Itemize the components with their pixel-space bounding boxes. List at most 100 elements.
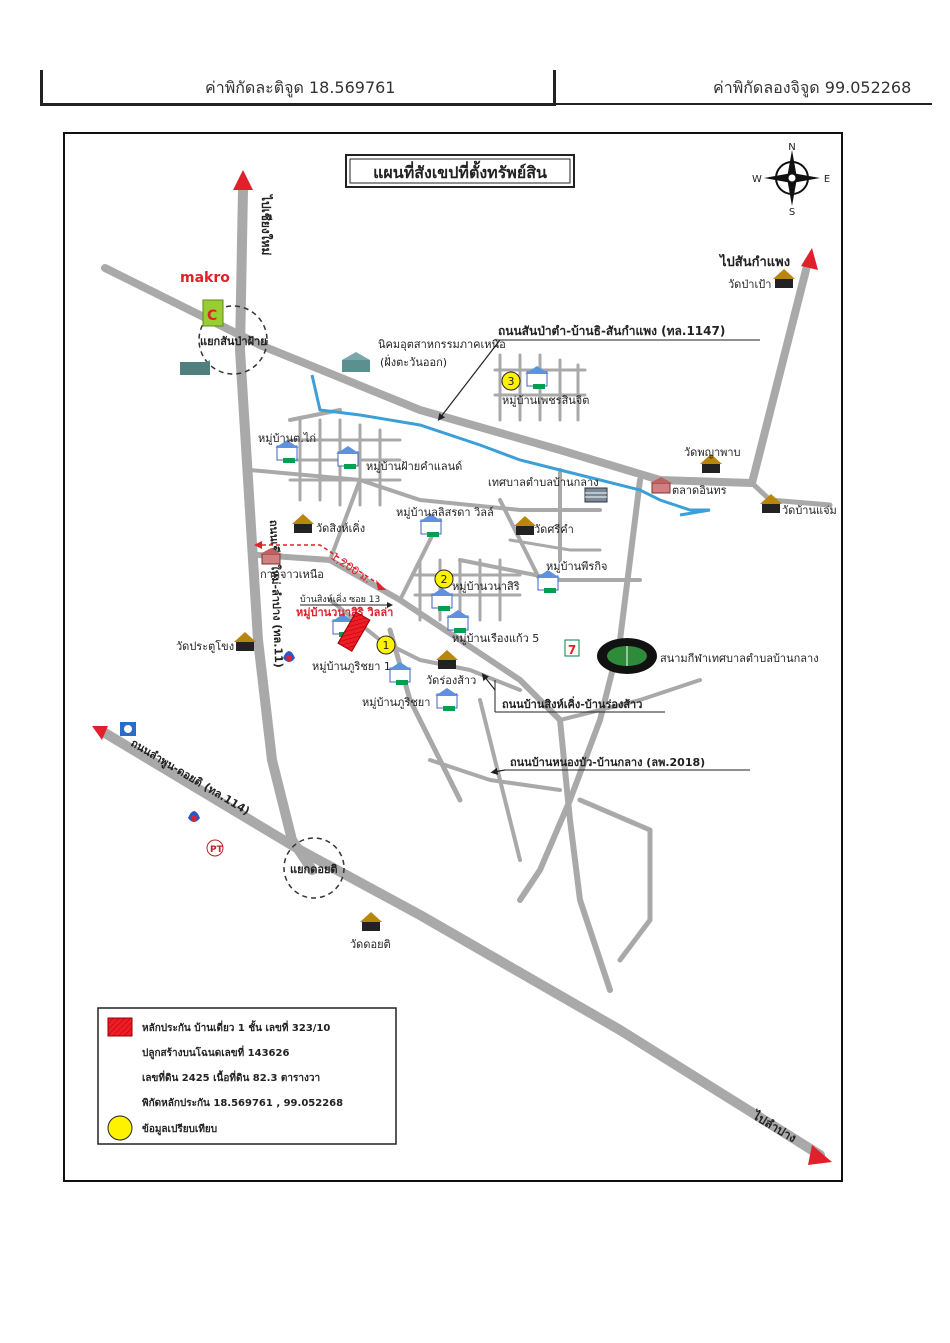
office-icon xyxy=(584,487,608,503)
stadium-icon xyxy=(597,638,657,674)
underline-right xyxy=(555,103,932,105)
temple-icon xyxy=(436,650,458,669)
label-industrial-estate: นิคมอุตสาหกรรมภาคเหนือ xyxy=(378,338,506,351)
temple-icons xyxy=(234,269,795,931)
label-road-114: ถนนลำพูน-ดอยติ (ทล.114) xyxy=(128,736,252,818)
svg-text:1: 1 xyxy=(383,639,390,652)
label-to-san-kamphaeng: ไปสันกำแพง xyxy=(718,253,790,270)
label-road-singkueng: ถนนบ้านสิงห์เคิ่ง-บ้านร่องส้าว xyxy=(502,696,642,711)
temple-icon xyxy=(292,514,314,533)
legend-line-4: พิกัดหลักประกัน 18.569761 , 99.052268 xyxy=(142,1097,343,1109)
svg-text:C: C xyxy=(207,308,217,324)
arrow-chiang-mai xyxy=(233,170,253,190)
label-road-1147: ถนนสันป่าตำ-บ้านธิ-สันกำแพง (ทล.1147) xyxy=(498,324,725,338)
label-mooban-fai-kham: หมู่บ้านฝ้ายคำแลนด์ xyxy=(366,460,462,473)
market-icon xyxy=(260,548,282,565)
svg-text:3: 3 xyxy=(508,375,515,388)
temple-icon xyxy=(700,454,722,473)
map-frame xyxy=(63,132,843,1182)
warehouse-icon xyxy=(180,360,210,375)
house-icon xyxy=(525,366,549,389)
legend-line-1: หลักประกัน บ้านเดี่ยว 1 ชั้น เลขที่ 323/… xyxy=(142,1020,330,1034)
temple-icon xyxy=(360,912,382,931)
label-to-chiang-mai: ไปเชียงใหม่ xyxy=(259,193,274,255)
house-icon xyxy=(446,610,470,633)
label-wat-ban-chaem: วัดบ้านแจ่ม xyxy=(782,504,837,517)
latitude-label: ค่าพิกัดละติจูด 18.569761 xyxy=(205,78,396,97)
house-icon xyxy=(536,570,560,593)
arrow-lampang xyxy=(808,1145,832,1165)
legend-line-3: เลขที่ดิน 2425 เนื้อที่ดิน 82.3 ตารางวา xyxy=(142,1070,320,1084)
road-1147 xyxy=(101,264,756,487)
label-wat-pratu-khong: วัดประตูโขง xyxy=(176,639,234,653)
road-san-kamphaeng xyxy=(748,258,812,487)
label-wat-phaya-phap: วัดพญาพาบ xyxy=(684,446,741,459)
house-icon xyxy=(388,662,412,685)
label-talad-inthon: ตลาดอินทร xyxy=(672,484,727,497)
label-mooban-phet-sin: หมู่บ้านเพชรสินจิต xyxy=(502,394,589,407)
temple-icon xyxy=(773,269,795,288)
comparison-markers: 1 2 3 xyxy=(376,371,521,655)
junction-sanpatong-circle xyxy=(198,305,268,375)
marker-3: 3 xyxy=(501,371,521,391)
label-subject: หมู่บ้านวนาสิริ วิลล่า xyxy=(296,606,393,620)
divider-left xyxy=(40,70,43,106)
road-singkueng xyxy=(255,552,613,993)
river xyxy=(310,374,711,517)
label-mooban-phurichaya: หมู่บ้านภูริชยา xyxy=(362,696,430,709)
gas-station-icon xyxy=(188,811,200,822)
legend-line-5: ข้อมูลเปรียบเทียบ xyxy=(142,1123,217,1136)
bank-icon xyxy=(120,722,136,736)
longitude-label: ค่าพิกัดลองจิจูด 99.052268 xyxy=(713,78,912,97)
label-road-11: ถนนเชียงใหม่-ลำปาง (ทล.11) xyxy=(267,520,286,668)
label-kad-jao-nuea: กาดจาวเหนือ xyxy=(260,568,324,581)
label-junction-doiti: แยกดอยติ xyxy=(290,863,338,876)
road-network xyxy=(100,185,833,1160)
label-mooban-phirakit: หมู่บ้านพีรกิจ xyxy=(546,560,607,573)
marker-2: 2 xyxy=(434,569,454,589)
coordinate-bar: ค่าพิกัดละติจูด 18.569761 ค่าพิกัดลองจิจ… xyxy=(40,70,932,106)
legend-subject-swatch xyxy=(107,1017,133,1037)
compass-w: W xyxy=(752,174,762,185)
direction-arrows xyxy=(92,170,832,1165)
label-mooban-tor-kai: หมู่บ้านต.ไก่ xyxy=(258,432,316,445)
temple-icon xyxy=(234,632,256,651)
divider-middle xyxy=(553,70,556,106)
legend-comparison-swatch xyxy=(107,1115,133,1141)
label-soi: บ้านสิงห์เคิ่ง ซอย 13 xyxy=(300,592,380,605)
distance-line xyxy=(262,544,381,586)
house-icon xyxy=(435,688,459,711)
compass-e: E xyxy=(824,174,830,185)
road-highway-114 xyxy=(100,728,825,1160)
svg-text:PT: PT xyxy=(210,845,224,855)
ptt-icon: PT xyxy=(206,839,224,857)
temple-icon xyxy=(760,494,782,513)
label-mooban-rueang-kaew: หมู่บ้านเรืองแก้ว 5 xyxy=(452,632,539,645)
compass-s: S xyxy=(789,207,795,218)
label-wat-sing-kueng: วัดสิงห์เคิ่ง xyxy=(316,520,365,535)
legend-line-2: ปลูกสร้างบนโฉนดเลขที่ 143626 xyxy=(142,1045,289,1060)
gas-station-icon xyxy=(283,651,295,662)
house-icon xyxy=(336,446,360,469)
subject-property-marker xyxy=(337,611,371,652)
label-wat-rong-sao: วัดร่องส้าว xyxy=(426,674,476,687)
label-mooban-wanasiri: หมู่บ้านวนาสิริ xyxy=(452,580,520,593)
label-road-2018: ถนนบ้านหนองบัว-บ้านกลาง (ลพ.2018) xyxy=(510,756,705,769)
seven-eleven-label: 7 xyxy=(568,643,576,657)
factory-icon xyxy=(342,352,370,372)
market-icon xyxy=(650,477,672,494)
label-junction-sanpatong: แยกสันป่าฝ้าย xyxy=(200,335,267,348)
junction-doiti-circle xyxy=(283,837,345,899)
road-2018 xyxy=(517,477,643,903)
compass-icon xyxy=(764,150,820,206)
marker-1: 1 xyxy=(376,635,396,655)
map-title: แผนที่สังเขปที่ตั้งทรัพย์สิน xyxy=(373,160,547,182)
map-title-box xyxy=(345,154,575,188)
house-icon xyxy=(430,588,454,611)
label-wat-si-kham: วัดศรีคำ xyxy=(534,523,574,536)
svg-text:2: 2 xyxy=(441,573,448,586)
label-mooban-lalisa: หมู่บ้านลลิสรดา วิลล์ xyxy=(396,506,494,519)
label-mooban-phurichaya1: หมู่บ้านภูริชยา 1 xyxy=(312,660,391,673)
underline-left xyxy=(40,103,555,106)
